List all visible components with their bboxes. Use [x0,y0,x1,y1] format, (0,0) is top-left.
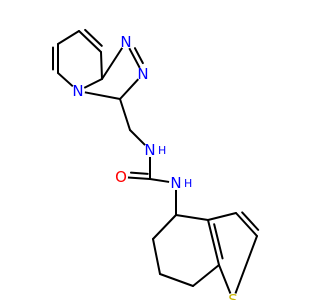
atom-n_triazole_1: N [119,33,133,51]
atom-label: O [115,168,127,186]
bond-c3-c3a [207,212,237,221]
atom-label: N [72,82,83,100]
atom-label: N [137,65,148,83]
bond-c4-c5 [152,214,177,240]
bond-c7-c7a [192,264,220,287]
bond-tC3-ch2 [119,98,131,131]
bond-p4-p5 [100,51,103,80]
bond-p5-p6 [78,30,102,53]
bond-c3a-c7a [207,219,220,266]
atom-o_carbonyl: O [114,168,128,186]
atom-background [226,293,240,300]
bond-tC3-p3 [83,91,121,100]
bond-c2-c3 [235,212,258,237]
bond-p6-p1 [57,30,80,45]
bond-tN1-tN2 [128,47,141,69]
bond-c5-c6 [152,238,161,275]
atom-background [169,176,183,190]
atom-label: N [120,33,131,51]
atom-label: S [228,291,238,300]
bond-p5-p6-double [84,28,103,47]
bond-ch2-nhU [129,129,147,147]
bond-tN1-tN2-double [133,47,144,65]
bond-cU-nhL [149,178,171,183]
atom-hydrogen-label: H [184,177,192,190]
bond-c6-c7 [159,273,194,287]
bond-c7a-s [218,264,232,295]
bond-cU-o-double [129,171,149,175]
bond-c3a-c4 [175,214,209,221]
bond-c3a-c7a-double [213,223,224,260]
bond-p3-p4 [83,78,103,89]
atom-background [71,84,85,98]
atom-background [114,170,128,184]
bond-tN2-tC3 [119,78,140,100]
atom-s_thiophene: S [226,291,240,300]
atom-n_triazole_2: N [136,65,150,83]
atom-label: N [144,141,155,159]
bond-s-c2 [234,235,258,295]
atom-label: N [170,174,181,192]
atom-background [136,67,150,81]
atom-n_bridgehead: N [71,82,85,100]
atom-background [119,35,133,49]
bond-p2-p3 [57,72,74,88]
atom-background [143,143,157,157]
bond-p4-tN1 [101,46,124,80]
bond-c2-c3-double [241,211,260,231]
bond-cU-o [126,176,151,180]
atom-hydrogen-label: H [158,144,166,157]
